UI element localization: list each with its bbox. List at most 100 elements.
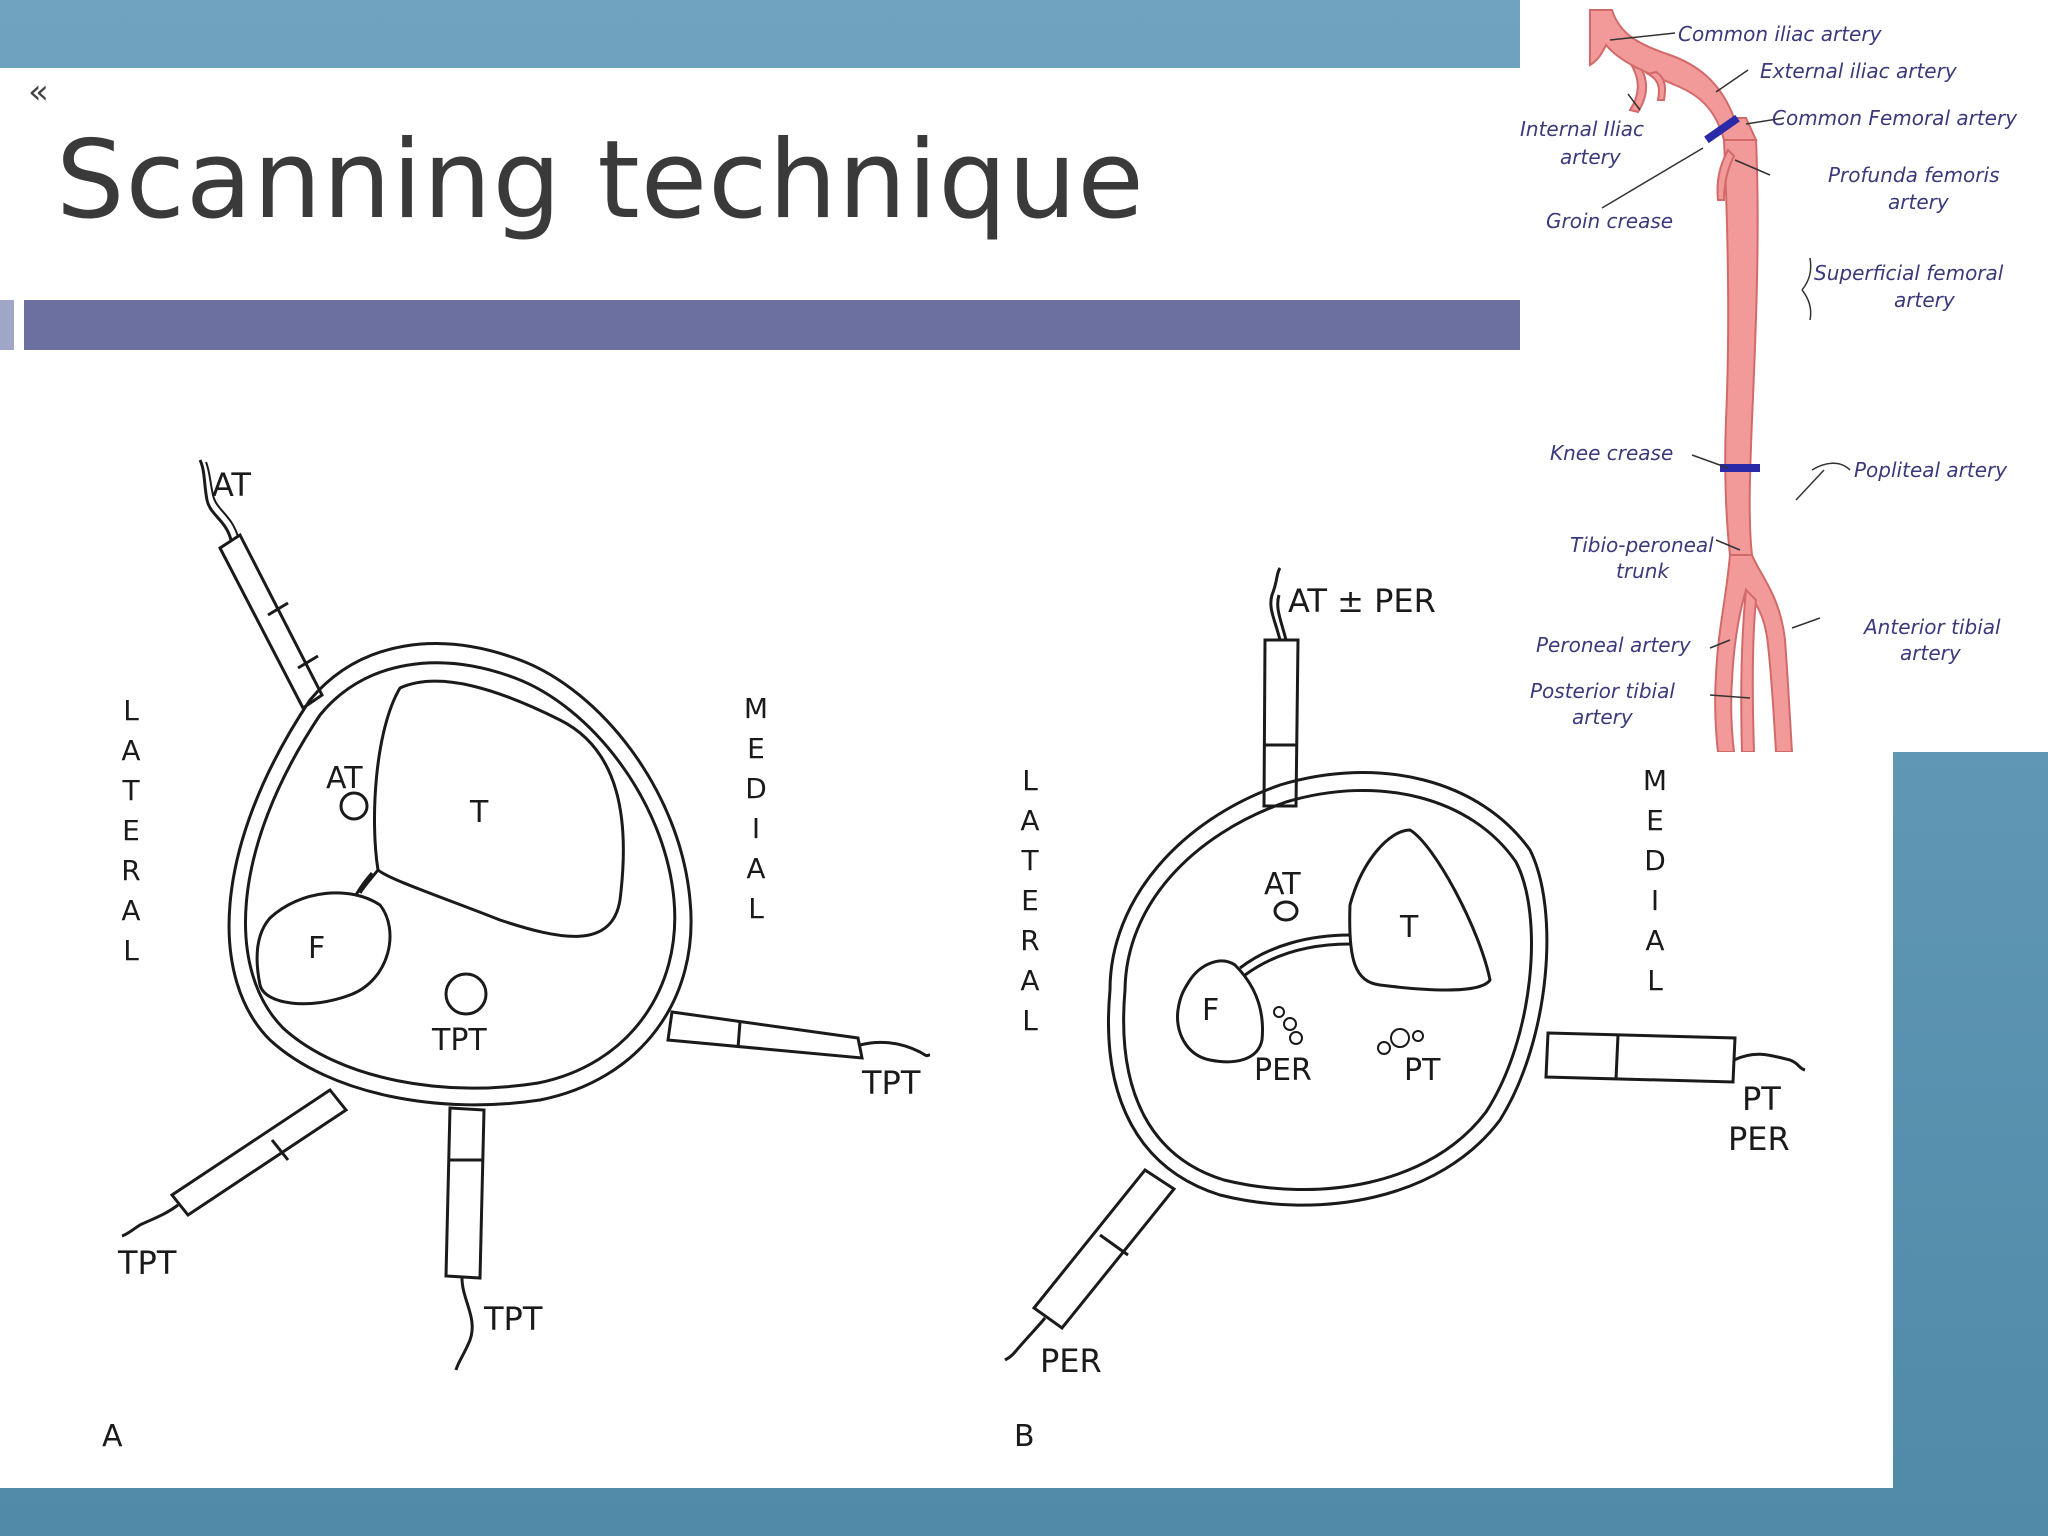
svg-text:T: T [121,774,140,807]
svg-text:A: A [746,852,765,885]
title-rule-accent [0,300,14,350]
label-superficial-1: Superficial femoral [1814,261,2004,285]
label-tibioperoneal-1: Tibio-peroneal [1570,533,1714,557]
svg-text:I: I [1651,884,1659,917]
at-vessel-a [339,791,369,821]
structure-label-a-tpt: TPT [431,1023,487,1058]
svg-text:M: M [1643,764,1667,797]
label-posterior-tibial-1: Posterior tibial [1530,679,1675,703]
fibula-b [1175,959,1265,1064]
svg-text:A: A [1020,804,1039,837]
title-rule [24,300,1520,350]
leg-a-outer [227,642,693,1107]
label-popliteal: Popliteal artery [1854,458,2008,482]
svg-text:R: R [121,854,140,887]
pt-vessel-b-1 [1377,1041,1391,1055]
back-arrow-icon[interactable]: « [28,72,49,112]
probe-a-right [666,1010,931,1060]
probe-label-b-right-2: PER [1728,1120,1790,1158]
label-anterior-tibial-1: Anterior tibial [1862,615,2001,639]
probe-label-a-bottom-left: TPT [117,1244,177,1282]
artery-inset [1520,0,2048,752]
knee-marker [1720,464,1760,472]
structure-label-b-t: T [1399,910,1419,945]
femoral-vessel [1722,139,1759,556]
arterial-tree-diagram: Common iliac artery External iliac arter… [1520,9,2018,752]
probe-label-a-top: AT [212,466,251,504]
probe-b-bottom-left [1004,1167,1177,1362]
svg-text:T: T [1020,844,1039,877]
probe-b-right [1544,1031,1806,1084]
medial-a: M E D I A L [744,692,768,925]
structure-label-a-t: T [469,795,489,830]
label-internal-iliac-2: artery [1560,145,1622,169]
svg-text:L: L [123,934,139,967]
svg-text:E: E [122,814,140,847]
svg-text:D: D [1644,844,1666,877]
tpt-vessel-a [444,972,488,1016]
svg-text:A: A [1020,964,1039,997]
label-knee-crease: Knee crease [1550,441,1673,465]
profunda-vessel [1716,148,1736,201]
medial-b: M E D I A L [1643,764,1667,997]
svg-text:A: A [121,734,140,767]
svg-text:I: I [752,812,760,845]
label-posterior-tibial-2: artery [1572,705,1634,729]
structure-label-a-at: AT [326,761,363,796]
probe-label-a-right: TPT [861,1064,921,1102]
label-external-iliac: External iliac artery [1760,59,1958,83]
probe-a-bottom [444,1106,486,1371]
tibia-a [372,679,625,938]
groin-marker [1704,114,1740,144]
membrane-b [1239,933,1351,970]
fibula-a [255,891,392,1006]
internal-iliac-vessel [1628,64,1648,114]
probe-a-top [198,459,324,711]
probe-label-a-bottom: TPT [483,1300,543,1338]
iliac-vessel [1589,9,1758,141]
structure-label-b-at: AT [1264,867,1301,902]
leg-b-outer [1107,771,1549,1207]
structure-label-b-per: PER [1254,1053,1312,1088]
label-common-iliac: Common iliac artery [1678,22,1883,46]
diagram-b-label: B [1014,1419,1035,1454]
svg-text:E: E [747,732,765,765]
label-anterior-tibial-2: artery [1900,641,1962,665]
probe-label-b-top: AT ± PER [1288,582,1436,620]
per-vessel-b-1 [1273,1006,1285,1018]
svg-text:A: A [1645,924,1664,957]
membrane-a [358,869,380,894]
label-profunda-2: artery [1888,190,1950,214]
label-common-femoral: Common Femoral artery [1772,106,2018,130]
label-profunda-1: Profunda femoris [1828,163,1999,187]
at-vessel-b [1273,900,1299,922]
svg-text:L: L [1022,764,1038,797]
probe-label-b-bottom-left: PER [1040,1342,1102,1380]
svg-text:L: L [123,694,139,727]
svg-text:D: D [745,772,767,805]
slide-title: Scanning technique [56,118,1145,243]
label-peroneal: Peroneal artery [1536,633,1692,657]
probe-label-b-right-1: PT [1742,1080,1781,1118]
probe-b-top [1262,567,1300,808]
diagram-a-label: A [102,1419,123,1454]
structure-label-a-f: F [308,931,325,966]
label-superficial-2: artery [1894,288,1956,312]
lateral-b: L A T E R A L [1020,764,1039,1037]
svg-text:L: L [748,892,764,925]
svg-text:L: L [1647,964,1663,997]
svg-text:E: E [1021,884,1039,917]
label-internal-iliac-1: Internal Iliac [1520,117,1644,141]
svg-text:M: M [744,692,768,725]
svg-text:E: E [1646,804,1664,837]
svg-text:A: A [121,894,140,927]
label-groin-crease: Groin crease [1546,209,1673,233]
probe-a-bottom-left [121,1087,349,1238]
svg-text:L: L [1022,1004,1038,1037]
leg-a-inner [244,661,677,1090]
leg-b-inner [1122,788,1533,1192]
lateral-a: L A T E R A L [121,694,140,967]
structure-label-b-pt: PT [1404,1053,1441,1088]
structure-label-b-f: F [1202,993,1219,1028]
